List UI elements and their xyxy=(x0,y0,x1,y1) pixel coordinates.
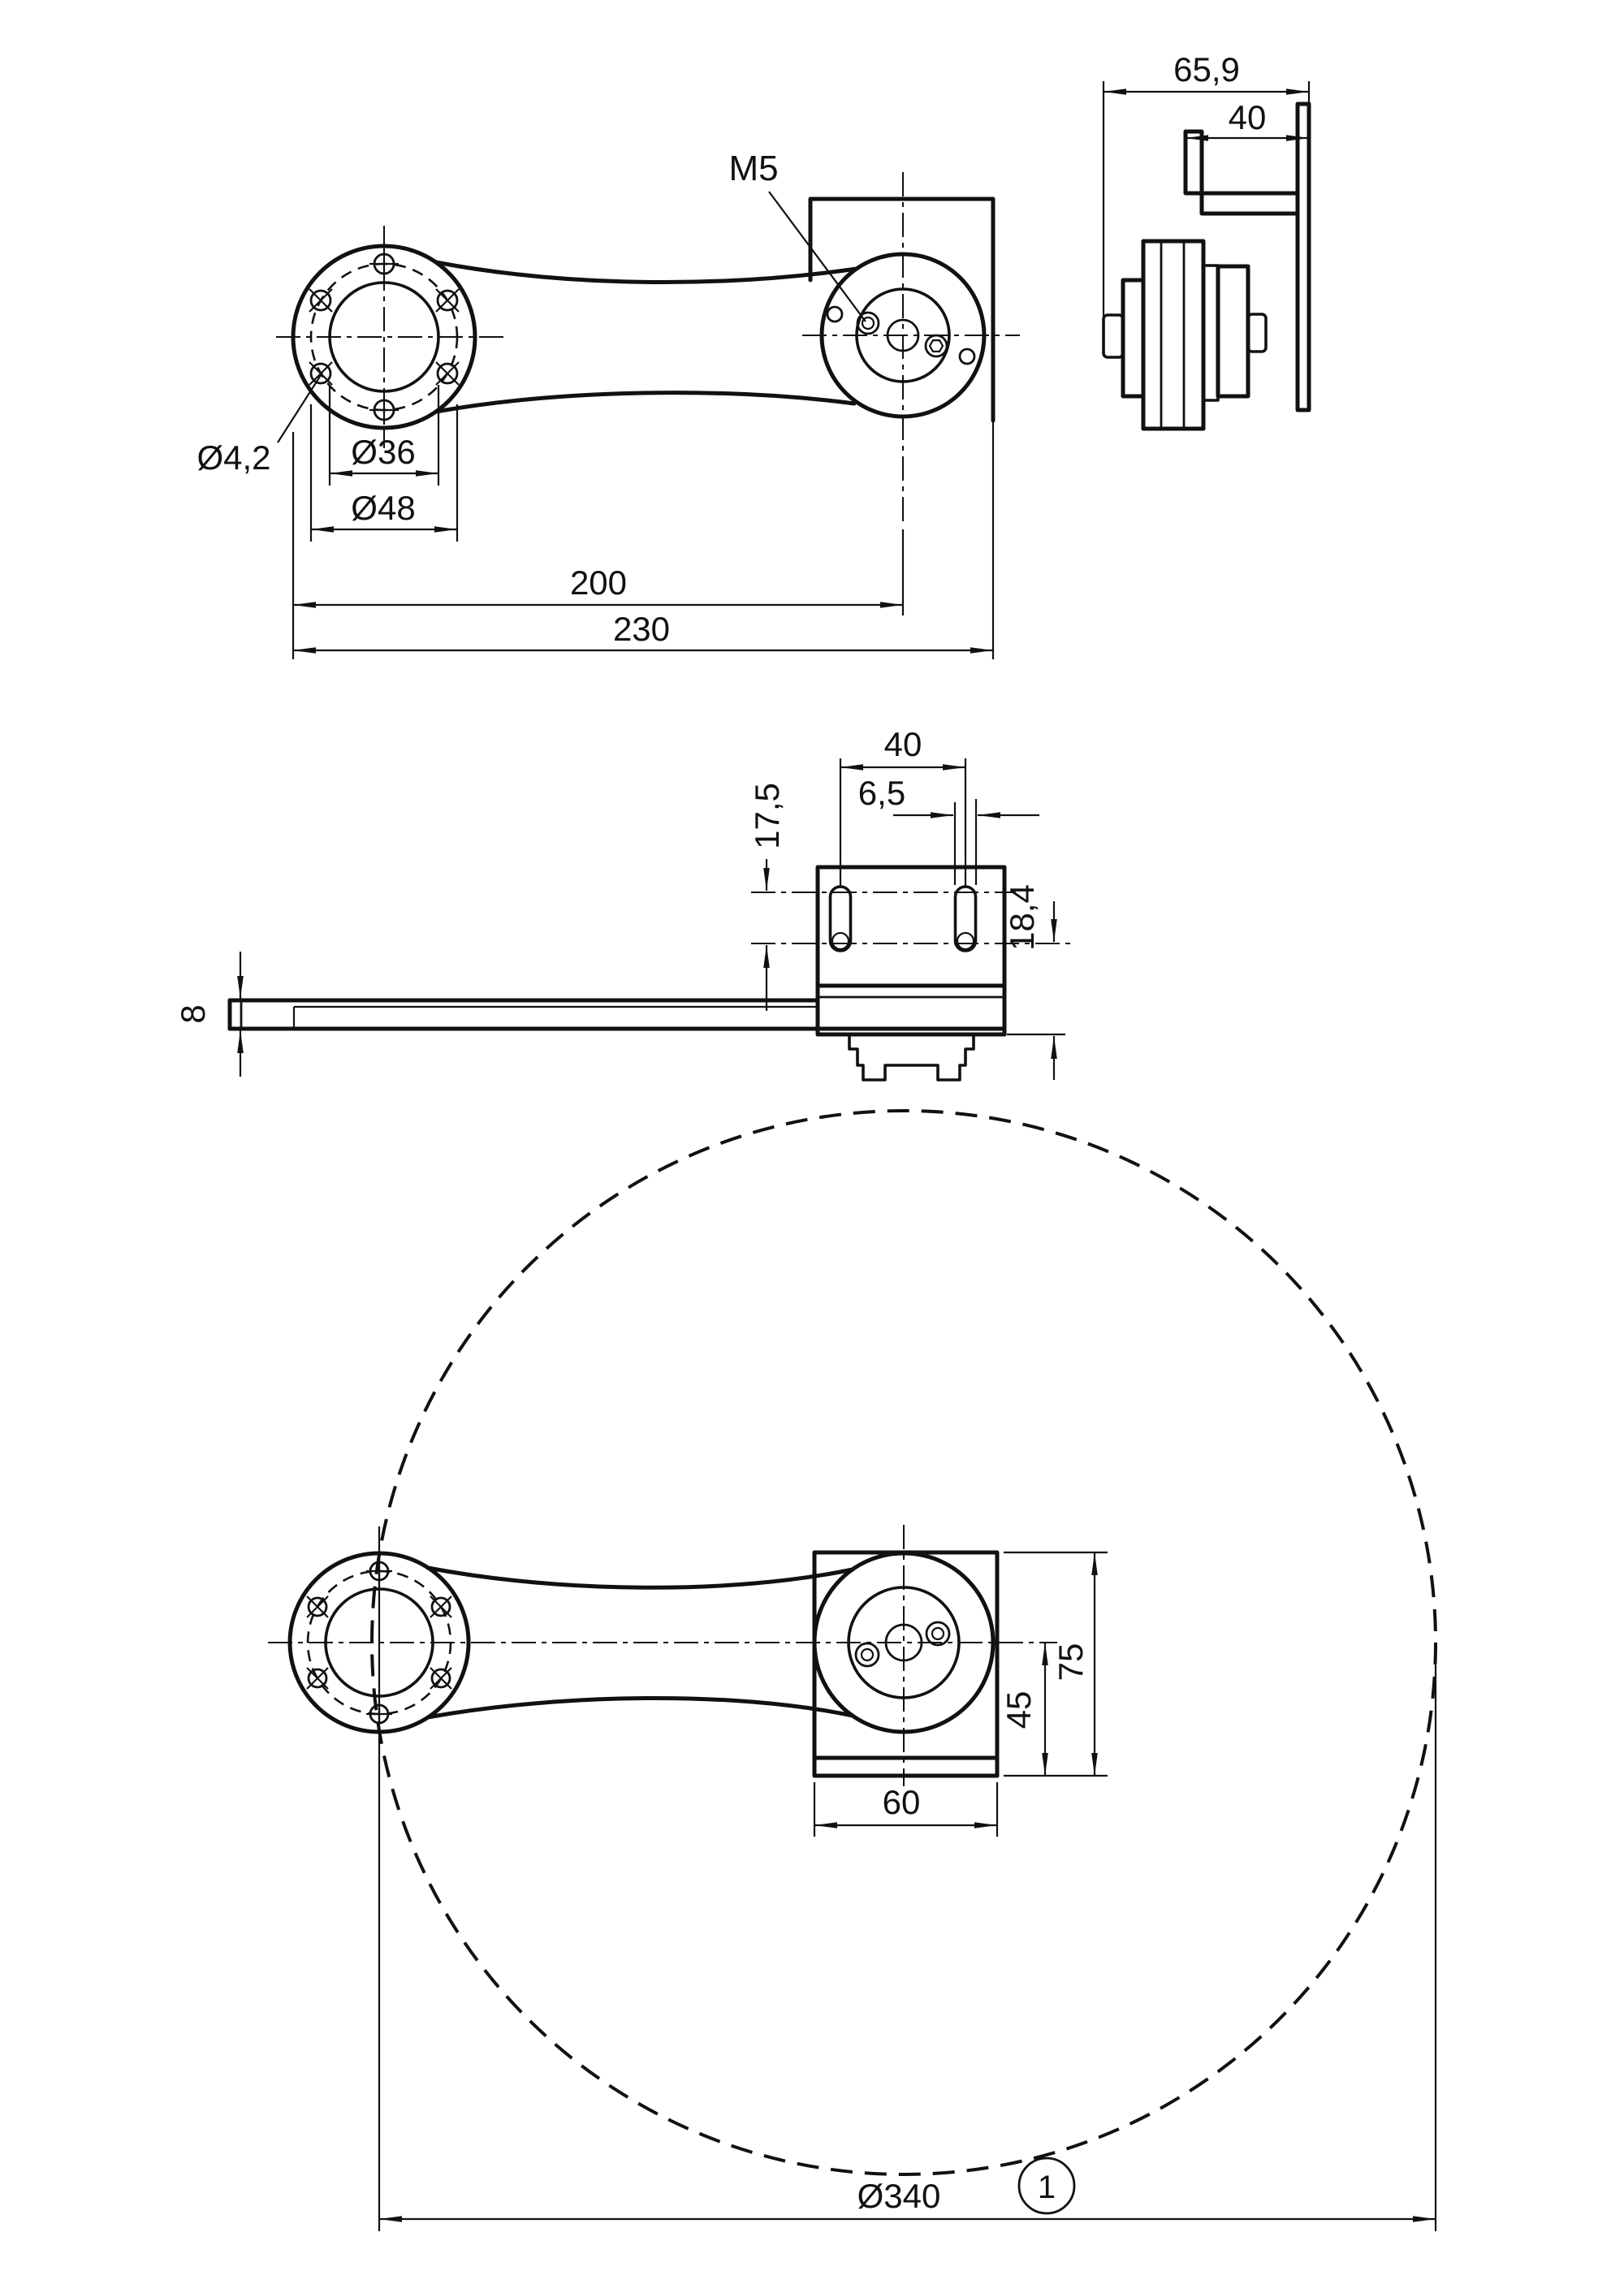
flange-screw xyxy=(369,249,399,278)
bottom-view: 75 45 60 Ø340 1 xyxy=(268,1109,1437,2231)
hub-bore xyxy=(884,1623,923,1662)
bracket-plate-edge xyxy=(1295,101,1311,412)
dim-label-dia42: Ø4,2 xyxy=(197,438,270,477)
hub-inner-circle xyxy=(847,1586,961,1699)
encoder-housing xyxy=(848,1033,975,1082)
dim-label-659: 65,9 xyxy=(1173,50,1240,89)
dim-label-m5: M5 xyxy=(728,149,778,188)
slot-screw xyxy=(956,931,975,951)
arm-bottom-edge xyxy=(425,1695,855,1720)
wheel-disc xyxy=(1121,278,1146,399)
dim-label-60: 60 xyxy=(883,1783,921,1821)
slot-screw xyxy=(831,931,850,951)
front-view: 40 6,5 17,5 18,4 8 xyxy=(174,725,1070,1082)
flange-screw xyxy=(430,1595,452,1618)
flange-screw xyxy=(306,1667,329,1690)
mounting-slot xyxy=(953,885,978,952)
dim-label-200: 200 xyxy=(570,563,627,602)
encoder-hub-block xyxy=(1216,264,1250,399)
bracket-bent-flange xyxy=(1183,129,1300,216)
hub-hole xyxy=(826,305,844,323)
hub-outer-circle xyxy=(812,1551,996,1734)
bracket-face xyxy=(815,865,1007,988)
arm-top-edge xyxy=(425,1565,855,1590)
dim-label-40-side: 40 xyxy=(1229,98,1267,136)
wheel-disc xyxy=(1202,264,1220,402)
flange-screw xyxy=(369,395,399,425)
dim-label-75: 75 xyxy=(1052,1643,1090,1682)
leader-line xyxy=(277,372,323,443)
arm-top-edge xyxy=(434,260,859,284)
flange-screw xyxy=(306,1595,329,1618)
dim-label-45: 45 xyxy=(1000,1691,1038,1729)
bracket-outline xyxy=(808,196,996,423)
flange-screw xyxy=(309,361,333,386)
hub-hole xyxy=(958,348,976,365)
dim-label-dia36: Ø36 xyxy=(351,433,415,471)
hub-screw xyxy=(925,1621,951,1647)
hub-screw xyxy=(854,1642,880,1668)
dim-label-184: 18,4 xyxy=(1003,884,1041,951)
flange-screw xyxy=(435,288,460,313)
measuring-wheel xyxy=(1141,239,1206,431)
dim-label-dia340: Ø340 xyxy=(857,2177,941,2215)
dim-label-40-front: 40 xyxy=(884,725,922,763)
top-view: M5 Ø4,2 Ø36 Ø48 200 230 xyxy=(197,149,1020,659)
dim-label-230: 230 xyxy=(613,610,670,648)
side-view: 65,9 40 xyxy=(1102,50,1311,431)
arm-bottom-edge xyxy=(434,391,857,414)
balloon-label: 1 xyxy=(1038,2170,1056,2205)
flange-screw xyxy=(430,1667,452,1690)
dim-label-65: 6,5 xyxy=(858,774,905,812)
m5-tapped-hole xyxy=(856,311,880,335)
balloon-circle xyxy=(1017,2157,1076,2215)
flange-screw xyxy=(309,288,333,313)
dim-label-8: 8 xyxy=(174,1004,212,1023)
bracket-outline xyxy=(812,1550,1000,1760)
socket-screw xyxy=(924,334,948,358)
axle-stub-right xyxy=(1246,313,1268,353)
flange-screw xyxy=(435,361,460,386)
dim-label-175: 17,5 xyxy=(748,783,786,849)
dim-label-dia48: Ø48 xyxy=(351,489,415,527)
leader-line xyxy=(768,191,866,322)
axle-stub-left xyxy=(1102,313,1125,359)
wheel-circumference-circle xyxy=(370,1109,1437,2176)
mounting-slot xyxy=(828,885,853,952)
